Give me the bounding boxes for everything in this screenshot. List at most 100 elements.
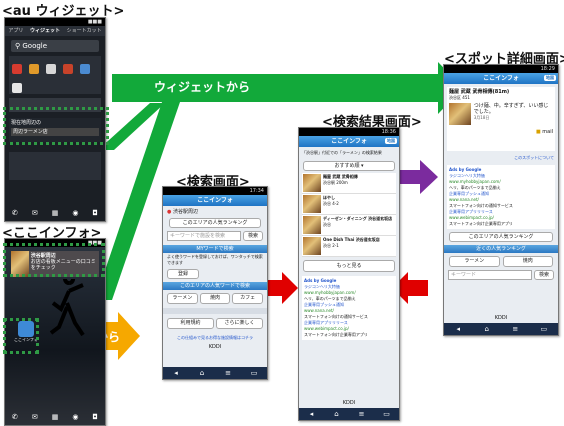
map-button[interactable]: 地図: [385, 138, 397, 144]
ads-block: Ads by Google ラジコンヘリ大特価 www.myhobbyjapan…: [302, 276, 396, 340]
popular-word-yakiniku[interactable]: 焼肉: [502, 256, 553, 267]
widget-highlight: [3, 107, 109, 145]
google-search-bar[interactable]: ⚲ Google: [11, 40, 99, 52]
spot-date: 3月18日: [473, 115, 490, 120]
result-item[interactable]: One Dish Thai 渋谷道玄坂店渋谷 2-1: [302, 236, 396, 257]
tab-shortcuts[interactable]: ショートカット: [66, 28, 102, 34]
more-fun-button[interactable]: さらに楽しく: [216, 318, 263, 329]
sort-label: おすすめ順: [334, 163, 360, 169]
phone-icon[interactable]: ✆: [11, 209, 18, 217]
ad-text: スマートフォン向けの通知サービス: [449, 203, 513, 208]
koko-app-label: ここインフォ: [14, 337, 38, 342]
home-icon[interactable]: ⌂: [334, 410, 339, 418]
search-input[interactable]: キーワード: [448, 270, 532, 280]
search-button[interactable]: 検索: [534, 270, 554, 280]
spot-info-link[interactable]: このスポットについて: [514, 155, 554, 160]
mail-icon[interactable]: ✉: [31, 209, 38, 217]
result-sub: 渋谷 2-1: [323, 243, 339, 248]
menu-icon[interactable]: ≡: [225, 369, 231, 377]
globe-icon[interactable]: ◉: [72, 413, 79, 421]
globe-icon[interactable]: ◉: [72, 209, 79, 217]
divider: [163, 308, 267, 314]
popular-word-cafe[interactable]: カフェ: [232, 293, 264, 304]
mail-label: mail: [542, 129, 553, 135]
menu-icon[interactable]: ≡: [358, 410, 365, 418]
back-icon[interactable]: ◂: [309, 410, 314, 418]
result-item[interactable]: ディーゼン・ダイニング 渋谷道玄坂店渋谷: [302, 215, 396, 236]
popular-words: ラーメン 焼肉: [449, 256, 553, 267]
spot-address: 渋谷区 451: [449, 95, 470, 100]
phone-icon[interactable]: ✆: [11, 413, 18, 421]
recent-icon[interactable]: ▭: [540, 325, 548, 333]
apps-icon[interactable]: ▦: [51, 413, 59, 421]
recent-icon[interactable]: ▭: [383, 410, 390, 418]
back-icon[interactable]: ◂: [456, 325, 460, 333]
mail-link[interactable]: ■ mail: [449, 129, 553, 135]
ads-header[interactable]: Ads by Google: [449, 167, 482, 172]
google-label: Google: [22, 42, 48, 50]
tab-widgets[interactable]: ウィジェット: [29, 28, 60, 34]
app-title: ここインフォ 地図: [444, 73, 558, 84]
popular-word-ramen[interactable]: ラーメン: [167, 293, 198, 304]
camera-icon[interactable]: ◘: [92, 413, 98, 421]
koko-app-icon[interactable]: [18, 321, 34, 337]
app-icon[interactable]: [63, 64, 74, 74]
app-icon[interactable]: [80, 64, 91, 74]
back-icon[interactable]: ◂: [174, 369, 178, 377]
koko-widget[interactable]: 現在地周辺の 周辺ラーメン店: [9, 118, 101, 142]
caption-koko-info: <ここインフォ>: [2, 226, 102, 241]
app-icon[interactable]: [12, 64, 22, 74]
more-button[interactable]: もっと見る: [303, 260, 395, 272]
search-icon: ⚲: [15, 42, 21, 50]
sort-select[interactable]: おすすめ順 ▾: [303, 161, 395, 171]
ad-text: ヘリ、車のパーツまで品揃え: [449, 185, 501, 190]
ad-title[interactable]: 企業専用プッシュ通知: [449, 191, 489, 196]
home-icon[interactable]: ⌂: [484, 325, 489, 333]
popular-header: 近くの人気ランキング: [444, 245, 558, 253]
recent-icon[interactable]: ▭: [250, 369, 258, 377]
widget-ramen-button[interactable]: 周辺ラーメン店: [11, 128, 99, 136]
ad-title[interactable]: ラジコンヘリ大特価: [449, 173, 485, 178]
app-icon[interactable]: [46, 64, 57, 74]
au-widget-phone: ■■■ アプリ ウィジェット ショートカット ⚲ Google 現在地周辺の 周…: [4, 17, 106, 222]
tab-apps[interactable]: アプリ: [8, 28, 24, 34]
nav-bar: ◂ ⌂ ≡ ▭: [444, 323, 558, 335]
mail-icon: ■: [535, 129, 541, 135]
menu-icon[interactable]: ≡: [512, 325, 519, 333]
search-row: キーワードで施設を検索 検索: [167, 231, 263, 241]
terms-button[interactable]: 利用規約: [167, 318, 214, 329]
ad-title[interactable]: 企業専用プッシュ通知: [304, 302, 344, 307]
result-item[interactable]: ほやし渋谷 4-2: [302, 194, 396, 215]
app-icon[interactable]: [12, 83, 22, 93]
koko-app-icon-wrap[interactable]: ここインフォ: [13, 321, 39, 347]
ad-title[interactable]: 企業専用アプリリリース: [304, 320, 348, 325]
search-button[interactable]: 検索: [243, 231, 263, 241]
ad-title[interactable]: 企業専用アプリリリース: [449, 209, 493, 214]
ranking-button[interactable]: このエリアの人気ランキング: [169, 218, 261, 228]
ad-title[interactable]: ラジコンヘリ大特価: [304, 284, 340, 289]
pin-icon: ●: [167, 209, 172, 215]
result-thumb: [303, 237, 321, 255]
camera-icon[interactable]: ◘: [92, 209, 98, 217]
spot-comment: つけ麺、中。辛すぎず、いい感じでした。: [473, 103, 549, 115]
my-word-note: よく使うワードを登録しておけば、ワンタッチで検索できます: [167, 254, 263, 265]
ranking-button[interactable]: このエリアの人気ランキング: [449, 232, 553, 242]
koko-info-phone: ■■■ 渋谷駅周辺 お店の看板メニューの口コミをチェック ここインフォ ✆ ✉ …: [4, 238, 106, 426]
app-icon[interactable]: [29, 64, 40, 74]
footer-link[interactable]: この仕組みで見るお得な施設情報はコチラ: [177, 335, 253, 340]
result-item[interactable]: 麺屋 武蔵 武骨相傳渋谷駅 200m: [302, 173, 396, 194]
popular-word-ramen[interactable]: ラーメン: [449, 256, 500, 267]
result-name: ディーゼン・ダイニング 渋谷道玄坂店: [323, 216, 393, 221]
home-icon[interactable]: ⌂: [199, 369, 205, 377]
ads-header[interactable]: Ads by Google: [304, 278, 337, 283]
apps-icon[interactable]: ▦: [51, 209, 59, 217]
map-button[interactable]: 地図: [544, 75, 556, 81]
mail-icon[interactable]: ✉: [31, 413, 38, 421]
ads-block: Ads by Google ラジコンヘリ大特価 www.myhobbyjapan…: [447, 165, 555, 229]
result-sub: 渋谷 4-2: [323, 201, 339, 206]
koko-banner[interactable]: 渋谷駅周辺 お店の看板メニューの口コミをチェック: [11, 251, 99, 277]
search-input[interactable]: キーワードで施設を検索: [167, 231, 241, 241]
popular-word-yakiniku[interactable]: 焼肉: [199, 293, 231, 304]
chevron-down-icon: ▾: [361, 163, 364, 169]
register-button[interactable]: 登録: [167, 269, 199, 279]
